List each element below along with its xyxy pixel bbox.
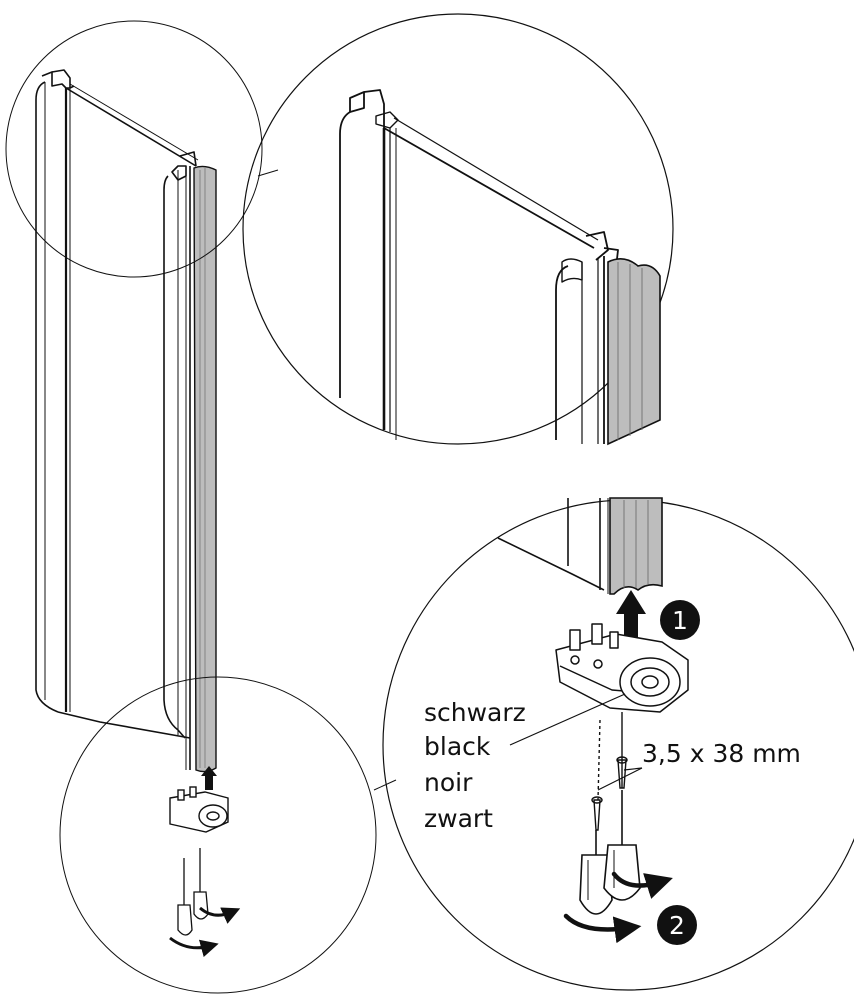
detail-circle-bottom-left <box>59 676 377 994</box>
hinge-bracket-small <box>169 786 229 833</box>
color-label-nl: zwart <box>424 804 493 833</box>
color-label-de: schwarz <box>424 698 526 727</box>
step-1-badge: 1 <box>660 600 700 640</box>
screwdriver-icon <box>177 848 209 936</box>
detail-circle-top-left <box>5 20 263 278</box>
screw-spec-label: 3,5 x 38 mm <box>642 739 801 768</box>
screw-spec-leader <box>597 767 643 791</box>
rotate-arrow-icon <box>169 906 241 958</box>
leader-line-bottom <box>373 779 397 791</box>
right-profile-edge <box>163 175 186 739</box>
left-profile-edge <box>35 81 59 713</box>
rotate-arrow-icon <box>563 871 673 944</box>
arrow-up-icon <box>201 766 217 790</box>
color-label-fr: noir <box>424 768 473 797</box>
screwdriver-icon <box>579 790 641 915</box>
color-label-en: black <box>424 732 491 761</box>
step-2-badge: 2 <box>657 905 697 945</box>
hinge-bracket-large <box>555 623 689 713</box>
seal-strip-detail-top <box>607 258 661 446</box>
color-label-leader <box>509 693 626 746</box>
seal-strip-overview <box>193 165 217 773</box>
profile-detail-bottom <box>497 498 609 594</box>
door-profile-overview <box>35 69 199 770</box>
seal-strip-detail-bottom <box>609 497 663 595</box>
profile-detail-top <box>339 89 619 444</box>
detail-circle-top-right <box>242 13 674 445</box>
leader-line-top <box>257 169 279 177</box>
